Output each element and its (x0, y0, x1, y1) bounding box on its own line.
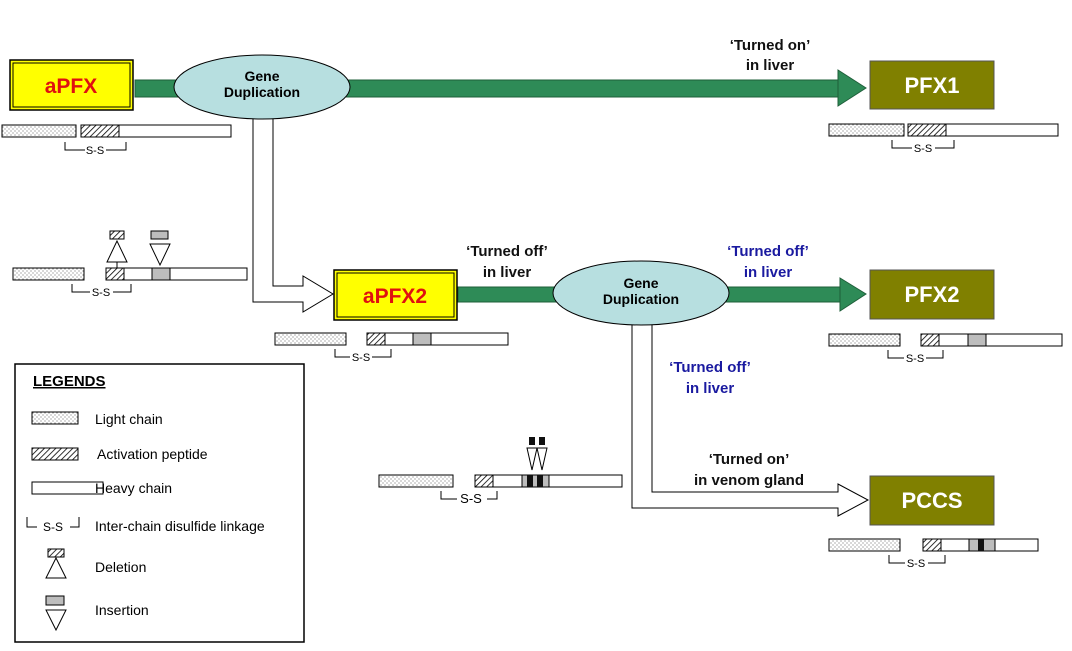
svg-text:‘Turned off’: ‘Turned off’ (466, 243, 548, 260)
svg-text:S-S: S-S (907, 558, 925, 570)
insertion-icon (45, 595, 65, 606)
node-pccs-label: PCCS (901, 488, 962, 513)
svg-text:‘Turned off’: ‘Turned off’ (669, 359, 751, 376)
svg-text:in liver: in liver (686, 380, 735, 397)
gene-duplication-1: Gene Duplication (173, 54, 351, 120)
dup1-line1: Gene (244, 68, 279, 84)
legend-item-insertion: Insertion (45, 595, 149, 632)
svg-text:S-S: S-S (914, 143, 932, 155)
svg-text:S-S: S-S (43, 520, 63, 534)
svg-text:‘Turned on’: ‘Turned on’ (709, 451, 790, 468)
insertion-icon (529, 437, 535, 445)
svg-text:S-S: S-S (906, 353, 924, 365)
protein-pfx1: S-S (828, 123, 1059, 155)
protein-apfx2: S-S (274, 332, 509, 364)
svg-text:in liver: in liver (744, 264, 793, 281)
node-pccs: PCCS (869, 475, 995, 526)
legend-item-activation-peptide: Activation peptide (31, 446, 208, 462)
label-pccs-turned-on: ‘Turned on’ in venom gland (694, 451, 804, 489)
svg-text:‘Turned off’: ‘Turned off’ (727, 243, 809, 260)
svg-text:S-S: S-S (460, 491, 482, 506)
svg-text:S-S: S-S (92, 287, 110, 299)
svg-text:Deletion: Deletion (95, 559, 146, 575)
protein-pfx2: S-S (828, 333, 1063, 365)
svg-text:Inter-chain disulfide linkage: Inter-chain disulfide linkage (95, 518, 265, 534)
insertion-icon (150, 230, 169, 240)
insertion-icon (539, 437, 545, 445)
dup1-line2: Duplication (224, 84, 300, 100)
dup2-line1: Gene (623, 275, 658, 291)
legend-item-disulfide-linkage: S-S Inter-chain disulfide linkage (26, 517, 265, 534)
node-apfx2-label: aPFX2 (363, 285, 427, 308)
svg-text:‘Turned on’: ‘Turned on’ (730, 37, 811, 54)
node-pfx1-label: PFX1 (904, 73, 959, 98)
label-pfx1-turned-on: ‘Turned on’ in liver (730, 37, 811, 74)
svg-text:Activation peptide: Activation peptide (97, 446, 208, 462)
legend-title: LEGENDS (33, 373, 106, 390)
label-apfx2-turned-off: ‘Turned off’ in liver (466, 243, 548, 281)
gene-duplication-2: Gene Duplication (552, 260, 730, 326)
svg-text:in liver: in liver (746, 57, 795, 74)
protein-pccs-intermediate: S-S (378, 437, 623, 506)
svg-text:S-S: S-S (86, 145, 104, 157)
node-pfx1: PFX1 (869, 60, 995, 110)
protein-intermediate-variant: S-S (12, 230, 248, 299)
node-pfx2: PFX2 (869, 269, 995, 320)
arrow-dup2-to-pccs (631, 319, 870, 517)
node-pfx2-label: PFX2 (904, 282, 959, 307)
svg-text:Insertion: Insertion (95, 602, 149, 618)
arrow-dup1-to-apfx2 (252, 111, 334, 313)
svg-text:S-S: S-S (352, 352, 370, 364)
legend-box: LEGENDS Light chain Activation peptide H… (14, 363, 305, 643)
node-apfx-label: aPFX (45, 75, 98, 98)
node-apfx: aPFX (9, 59, 134, 111)
legend-item-heavy-chain: Heavy chain (31, 480, 172, 496)
deletion-icon (47, 548, 65, 558)
svg-text:Heavy chain: Heavy chain (95, 480, 172, 496)
deletion-icon (109, 230, 125, 240)
label-pfx2-turned-off: ‘Turned off’ in liver (727, 243, 809, 281)
legend-item-light-chain: Light chain (31, 411, 163, 427)
legend-item-deletion: Deletion (45, 548, 146, 579)
svg-text:in liver: in liver (483, 264, 532, 281)
node-apfx2: aPFX2 (333, 269, 458, 321)
protein-pccs: S-S (828, 538, 1039, 570)
label-pccs-turned-off: ‘Turned off’ in liver (669, 359, 751, 397)
protein-apfx: S-S (1, 124, 232, 157)
svg-text:in venom gland: in venom gland (694, 472, 804, 489)
dup2-line2: Duplication (603, 291, 679, 307)
svg-text:Light chain: Light chain (95, 411, 163, 427)
